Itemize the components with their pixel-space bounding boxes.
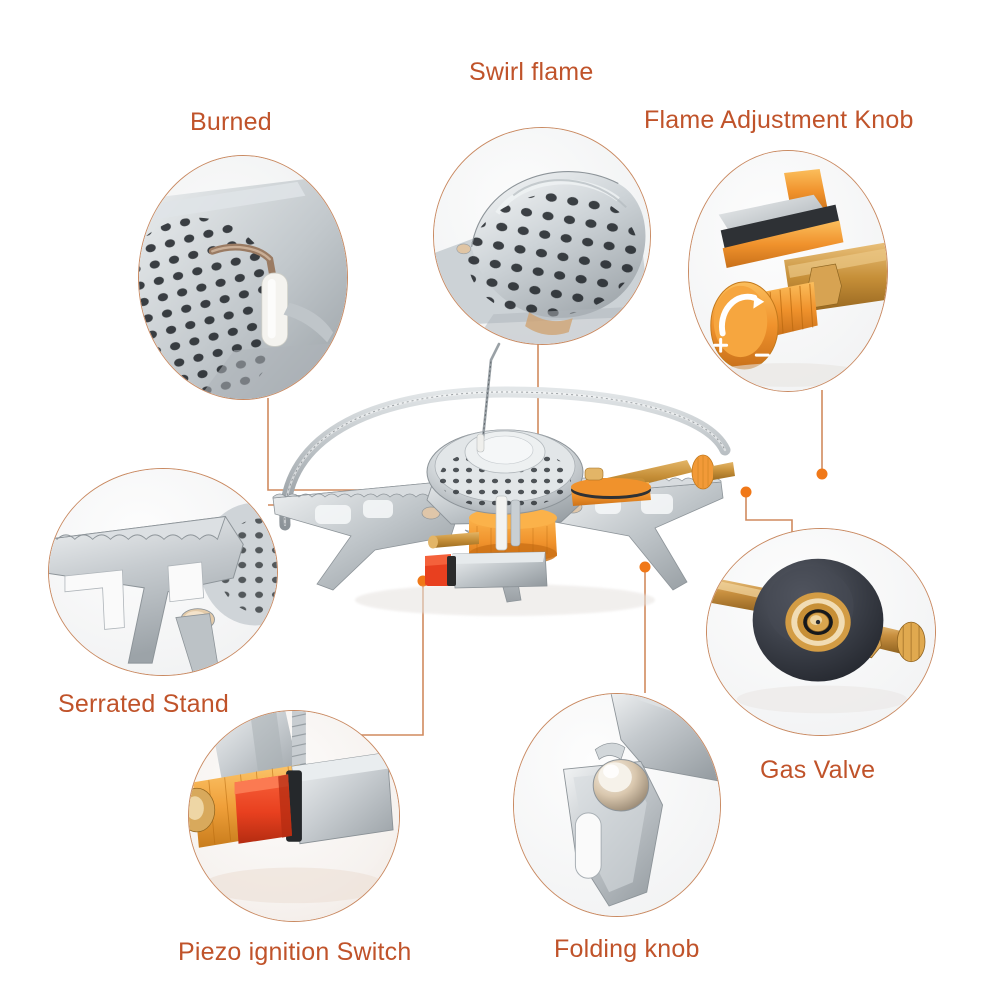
callout-label-gas-valve: Gas Valve xyxy=(760,756,876,784)
callout-label-serrated-stand: Serrated Stand xyxy=(58,690,229,718)
hotspot-piezo[interactable] xyxy=(417,575,429,587)
callout-bubble-piezo-ignition-switch[interactable] xyxy=(188,710,400,922)
callout-bubble-serrated-stand[interactable] xyxy=(48,468,278,676)
callout-bubble-folding-knob[interactable] xyxy=(513,693,721,917)
hotspot-gas-valve[interactable] xyxy=(740,486,752,498)
callout-label-folding-knob: Folding knob xyxy=(554,935,700,963)
callout-bubble-gas-valve[interactable] xyxy=(706,528,936,736)
callout-bubble-swirl-flame[interactable] xyxy=(433,127,651,345)
callout-label-swirl-flame: Swirl flame xyxy=(469,58,594,86)
callout-label-burned: Burned xyxy=(190,108,272,136)
hotspot-flame-knob[interactable] xyxy=(816,468,828,480)
callout-label-piezo-ignition-switch: Piezo ignition Switch xyxy=(178,938,412,966)
product-photo-camping-stove xyxy=(255,300,755,630)
hotspot-folding-knob[interactable] xyxy=(639,561,651,573)
callout-bubble-flame-adjustment-knob[interactable] xyxy=(688,150,888,392)
callout-label-flame-adjustment-knob: Flame Adjustment Knob xyxy=(644,106,914,134)
callout-bubble-burned[interactable] xyxy=(138,155,348,400)
